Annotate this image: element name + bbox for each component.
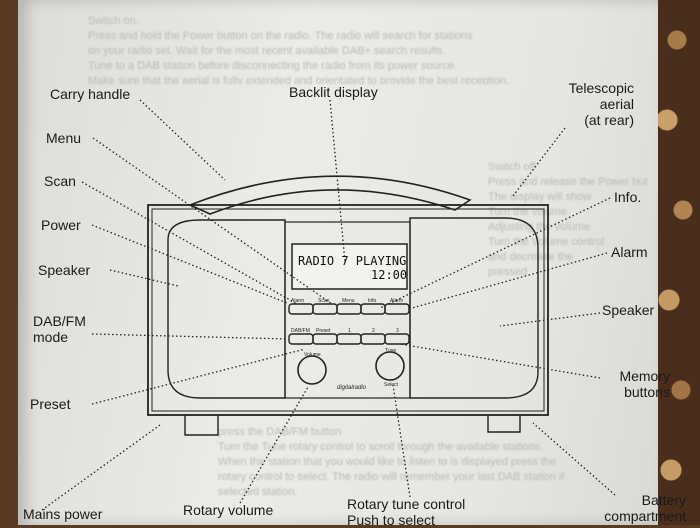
backlit-display	[291, 243, 408, 290]
label-mains-power: Mains power	[23, 506, 103, 522]
label-battery: Battery	[641, 492, 686, 508]
label-aerial: aerial	[599, 96, 634, 112]
label-backlit-display: Backlit display	[289, 84, 378, 100]
manual-page: Switch on.Press and hold the Power butto…	[18, 0, 658, 525]
button-label-info: Info	[368, 298, 377, 304]
label-rotary-tune-control: Rotary tune control	[347, 496, 466, 512]
knob-label-tune: Tune	[385, 348, 397, 354]
label-rotary-tune: Rotary tune control Push to select	[347, 496, 465, 528]
label-telescopic: Telescopic	[568, 80, 634, 96]
label-preset: Preset	[30, 396, 71, 412]
tune-knob	[375, 351, 405, 381]
button-row-bottom	[288, 333, 410, 345]
volume-knob	[297, 355, 327, 385]
label-memory: Memory	[619, 368, 670, 384]
label-dab-fm-mode: DAB/FM mode	[33, 313, 86, 345]
label-power: Power	[41, 217, 81, 233]
right-speaker-panel	[409, 217, 539, 399]
knob-label-volume: Volume	[304, 352, 321, 358]
radio-body-outer	[147, 204, 549, 416]
button-label-preset: Preset	[316, 328, 331, 334]
centre-control-panel	[284, 221, 411, 399]
knob-label-select: Select	[384, 382, 398, 388]
left-foot	[184, 415, 219, 436]
label-compartment: compartment	[604, 508, 686, 524]
label-push-to-select: Push to select	[347, 512, 435, 528]
button-label-1: 1	[348, 328, 351, 334]
label-alarm: Alarm	[611, 244, 648, 260]
leader-lines	[41, 99, 616, 511]
button-label-alarm-left: Alarm	[291, 298, 305, 304]
button-label-menu: Menu	[342, 298, 355, 304]
right-foot	[487, 415, 521, 433]
label-info: Info.	[614, 189, 642, 205]
carry-handle-shape	[187, 175, 472, 215]
faint-text-block-top: Switch on.Press and hold the Power butto…	[88, 15, 510, 84]
label-memory-buttons: Memory buttons	[590, 368, 670, 400]
display-line-2: 12:00	[371, 268, 408, 282]
brand-logo: digitalradio	[337, 385, 367, 391]
label-telescopic-aerial: Telescopic aerial (at rear)	[540, 80, 634, 128]
label-scan: Scan	[44, 173, 76, 189]
button-label-3: 3	[396, 328, 399, 334]
fabric-background	[655, 0, 700, 525]
label-at-rear: (at rear)	[584, 112, 634, 128]
button-label-scan: Scan	[318, 298, 330, 304]
label-menu: Menu	[46, 130, 82, 146]
label-battery-compartment: Battery compartment	[570, 492, 686, 524]
button-label-dab-fm: DAB/FM	[291, 328, 310, 334]
radio-body-inner	[151, 208, 545, 412]
label-rotary-volume: Rotary volume	[183, 502, 274, 518]
label-mode: mode	[33, 329, 69, 345]
label-dab-fm: DAB/FM	[33, 313, 86, 329]
button-label-2: 2	[372, 328, 375, 334]
label-speaker-left: Speaker	[38, 262, 91, 278]
label-speaker-right: Speaker	[602, 302, 655, 318]
display-line-1: RADIO 7 PLAYING	[298, 254, 407, 268]
button-row-top	[288, 303, 410, 315]
label-carry-handle: Carry handle	[50, 86, 131, 102]
label-buttons: buttons	[624, 384, 670, 400]
left-speaker-panel	[167, 219, 286, 399]
button-label-alarm-right: Alarm	[390, 298, 404, 304]
